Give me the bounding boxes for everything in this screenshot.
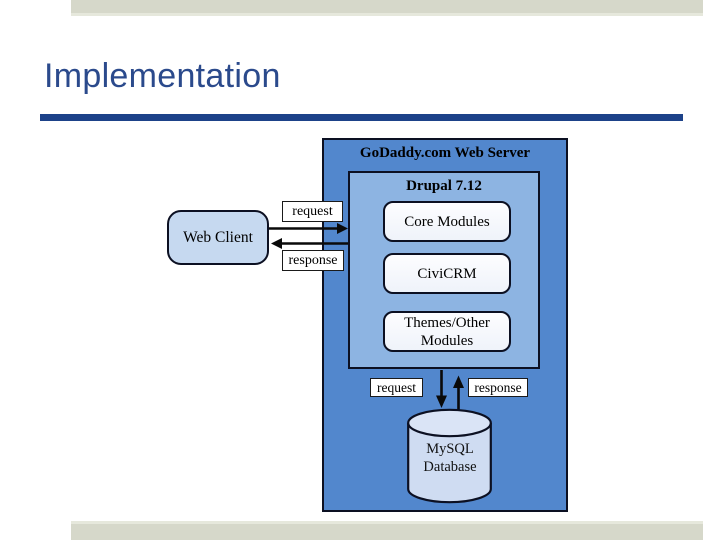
- bottom-accent-strip-shadow: [71, 521, 703, 524]
- client-request-label: request: [282, 201, 343, 222]
- module-box-civicrm: CiviCRM: [383, 253, 511, 294]
- module-label: Core Modules: [404, 213, 490, 230]
- web-client-label: Web Client: [183, 228, 253, 246]
- drupal-box-label: Drupal 7.12: [406, 178, 482, 194]
- top-accent-strip-shadow: [71, 13, 703, 16]
- module-box-core-modules: Core Modules: [383, 201, 511, 242]
- database-label: MySQL Database: [423, 441, 477, 475]
- title-underline: [40, 114, 683, 121]
- module-label: CiviCRM: [417, 265, 477, 282]
- db-request-label: request: [370, 378, 423, 397]
- bottom-accent-strip: [71, 524, 703, 540]
- top-accent-strip: [71, 0, 703, 13]
- db-response-label: response: [468, 378, 528, 397]
- server-box-label: GoDaddy.com Web Server: [359, 145, 531, 161]
- web-client-box: Web Client: [167, 210, 269, 265]
- client-response-label: response: [282, 250, 344, 271]
- module-label: Themes/Other Modules: [404, 314, 490, 349]
- slide-title: Implementation: [44, 57, 281, 95]
- module-box-themes-other: Themes/Other Modules: [383, 311, 511, 352]
